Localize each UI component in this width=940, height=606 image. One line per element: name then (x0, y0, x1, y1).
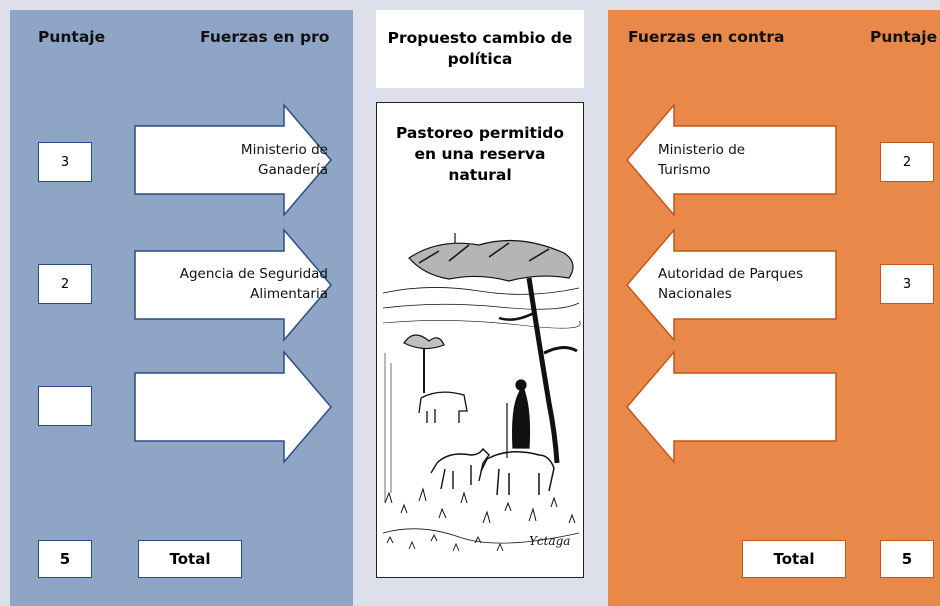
left-force-2-line2: Alimentaria (250, 286, 328, 302)
right-score-box-2[interactable]: 3 (880, 264, 934, 304)
left-force-2-line1: Agencia de Seguridad (179, 266, 328, 282)
left-force-label-2: Agencia de Seguridad Alimentaria (140, 264, 328, 304)
forces-against-panel: Fuerzas en contra Puntaje Ministerio de … (608, 10, 940, 606)
left-arrow-2 (626, 227, 837, 343)
right-arrow-3 (134, 349, 332, 465)
left-arrow-3 (626, 349, 837, 465)
forces-for-header: Fuerzas en pro (200, 28, 330, 46)
right-force-1-line2: Turismo (658, 162, 711, 178)
left-force-label-1: Ministerio de Ganadería (140, 140, 328, 180)
forces-for-panel: Puntaje Fuerzas en pro 3 Ministerio de G… (10, 10, 353, 606)
proposed-change-box: Pastoreo permitido en una reserva natura… (376, 102, 584, 578)
left-score-header: Puntaje (38, 28, 106, 46)
left-total-label: Total (138, 540, 242, 578)
right-arrow-2 (134, 227, 332, 343)
right-force-2-line2: Nacionales (658, 286, 732, 302)
right-total-label: Total (742, 540, 846, 578)
policy-title: Pastoreo permitido en una reserva natura… (395, 124, 565, 184)
left-total-score-box: 5 (38, 540, 92, 578)
left-score-box-1[interactable]: 3 (38, 142, 92, 182)
right-force-2-line1: Autoridad de Parques (658, 266, 804, 282)
pastoral-grazing-illustration-icon: Yctaga (382, 233, 581, 552)
right-force-1-line1: Ministerio de (658, 142, 746, 158)
left-force-1-line2: Ganadería (257, 162, 328, 178)
left-force-1-line1: Ministerio de (240, 142, 328, 158)
forces-against-header: Fuerzas en contra (628, 28, 785, 46)
artist-signature: Yctaga (529, 534, 570, 548)
right-arrow-1 (134, 102, 332, 218)
left-score-box-3[interactable] (38, 386, 92, 426)
right-force-label-1: Ministerio de Turismo (658, 140, 828, 180)
right-force-label-2: Autoridad de Parques Nacionales (658, 264, 828, 304)
proposed-change-header: Propuesto cambio de política (376, 10, 584, 88)
right-score-header: Puntaje (870, 28, 938, 46)
left-score-box-2[interactable]: 2 (38, 264, 92, 304)
right-total-score-box: 5 (880, 540, 934, 578)
right-score-box-1[interactable]: 2 (880, 142, 934, 182)
left-arrow-1 (626, 102, 837, 218)
